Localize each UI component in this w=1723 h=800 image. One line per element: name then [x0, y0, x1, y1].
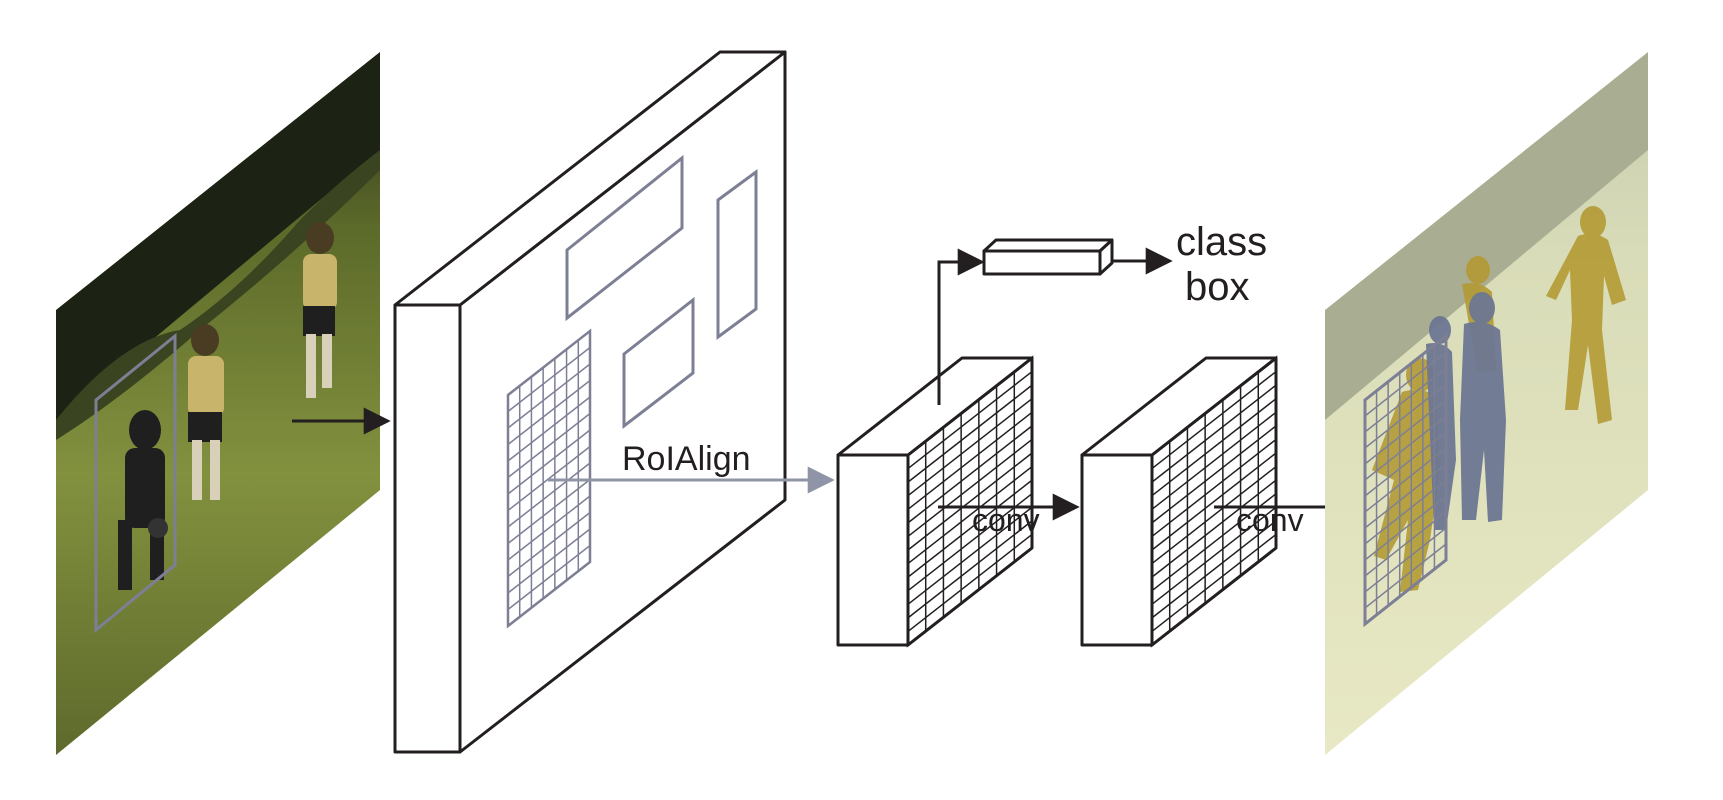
feature-grid-1-outline — [906, 355, 1034, 648]
feature-grid-2-row-line — [1151, 384, 1277, 483]
feature-grid-2-row-line — [1151, 398, 1277, 497]
feature-grid-1-row-line — [907, 479, 1033, 578]
backbone-roi-grid-row-line — [507, 363, 591, 429]
output-grid-row-line — [1364, 351, 1447, 417]
backbone-roi-grid-row-line — [507, 528, 591, 594]
feature-grid-2-outline — [1150, 355, 1278, 648]
output-grid-row-line — [1364, 415, 1447, 481]
roialign-label: RoIAlign — [622, 440, 751, 478]
feature-grid-1-row-line — [907, 384, 1033, 483]
feature-grid-1-row-line — [907, 452, 1033, 551]
backbone-roi-grid-row-line — [507, 412, 591, 479]
backbone-roi-grid-row-line — [507, 495, 591, 561]
feature-grid-2-row-line — [1151, 452, 1277, 551]
feature-grid-2-row-line — [1151, 465, 1277, 565]
feature-grid-1 — [906, 355, 1034, 648]
feature-grid-2-row-line — [1151, 411, 1277, 510]
input-roi-box — [94, 332, 177, 634]
feature-grid-1-row-line — [907, 493, 1033, 592]
feature-grid-2 — [1150, 355, 1278, 648]
feature-grid-1-row-line — [907, 533, 1033, 633]
head-branch-arrow — [937, 248, 985, 405]
feature-grid-1-row-line — [907, 438, 1033, 538]
feature-grid-1-row-line — [907, 398, 1033, 497]
output-grid-row-line — [1364, 463, 1447, 529]
feature-grid-2-row-line — [1151, 479, 1277, 578]
output-grid-row-line — [1364, 543, 1447, 609]
output-grid-row-line — [1364, 399, 1447, 465]
feature-grid-1-row-line — [907, 520, 1033, 619]
feature-grid-1-row-line — [907, 411, 1033, 510]
output-grid-row-line — [1364, 367, 1447, 433]
feature-grid-1-row-line — [907, 506, 1033, 605]
backbone-roi-grid-row-line — [507, 396, 591, 462]
output-image — [1325, 52, 1648, 755]
feature-grid-2-row-line — [1151, 425, 1277, 524]
region-proposals — [565, 154, 758, 430]
output-grid-row-line — [1364, 511, 1447, 577]
box-label: box — [1185, 265, 1250, 309]
roi-grid-backbone — [506, 328, 592, 629]
class-box-head — [982, 238, 1114, 276]
feature-grid-2-row-line — [1151, 533, 1277, 633]
feature-grid-2-row-line — [1151, 506, 1277, 605]
feature-grid-2-row-line — [1151, 438, 1277, 538]
roi-feature-block-2 — [1080, 356, 1278, 647]
feature-grid-1-row-line — [907, 425, 1033, 524]
input-image — [56, 52, 380, 755]
output-grid-row-line — [1364, 495, 1447, 561]
class-label: class — [1176, 220, 1267, 264]
output-grid-outline — [1363, 333, 1448, 627]
conv-label-1: conv — [972, 502, 1040, 538]
output-grid-row-line — [1364, 479, 1447, 545]
backbone-roi-grid-row-line — [507, 429, 591, 495]
backbone-roi-grid-row-line — [507, 379, 591, 446]
output-grid-row-line — [1364, 431, 1447, 497]
soccer-photo-icon — [56, 52, 380, 634]
backbone-roi-grid-row-line — [507, 511, 591, 578]
backbone-roi-grid-outline — [506, 328, 592, 629]
backbone-roi-grid-row-line — [507, 462, 591, 528]
output-grid-row-line — [1364, 383, 1447, 449]
soccer-segmentation-mask-icon — [1325, 52, 1648, 628]
conv-label-2: conv — [1236, 502, 1304, 538]
feature-grid-1-row-line — [907, 465, 1033, 565]
output-grid-row-line — [1364, 527, 1447, 593]
backbone-roi-grid-row-line — [507, 478, 591, 545]
feature-grid-2-row-line — [1151, 520, 1277, 619]
backbone-roi-grid-row-line — [507, 544, 591, 611]
feature-grid-1-row-line — [907, 370, 1033, 470]
output-grid-row-line — [1364, 447, 1447, 513]
feature-grid-2-row-line — [1151, 493, 1277, 592]
backbone-roi-grid-row-line — [507, 346, 591, 413]
feature-grid-2-row-line — [1151, 370, 1277, 470]
